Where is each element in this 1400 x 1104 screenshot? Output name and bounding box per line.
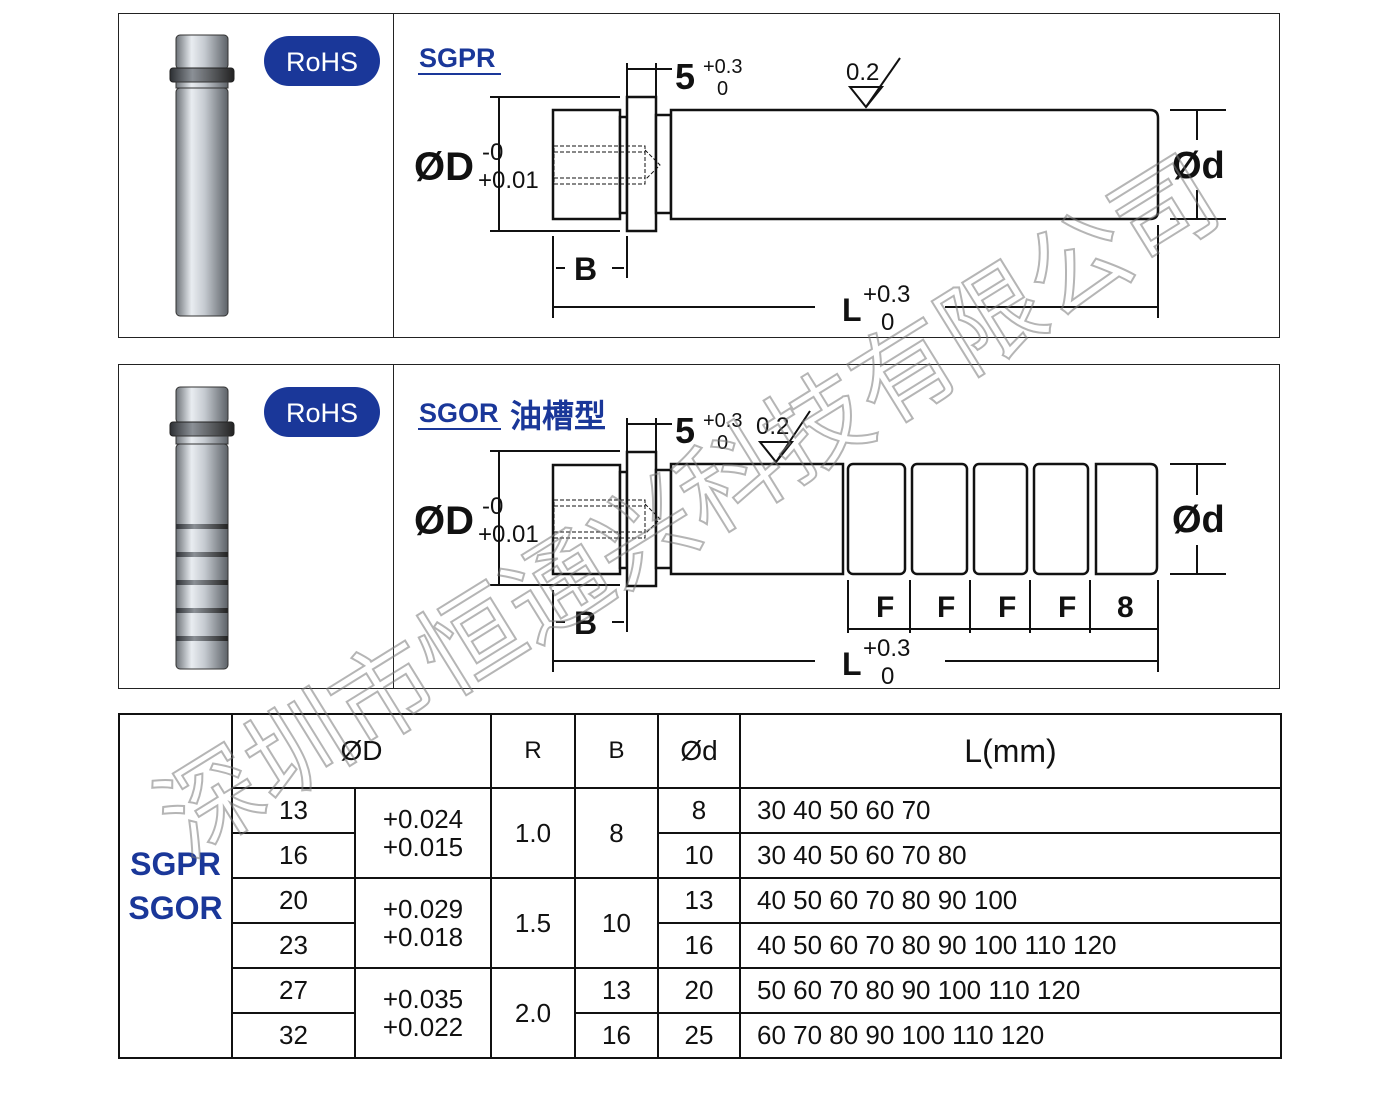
cell-small-d: 25: [657, 1012, 741, 1059]
rohs-badge-label: RoHS: [286, 47, 358, 77]
svg-text:8: 8: [1117, 591, 1134, 624]
cell-small-d: 10: [657, 832, 741, 879]
panel-divider: [393, 365, 394, 688]
cell-b: 8: [574, 787, 659, 879]
svg-text:Ød: Ød: [1172, 145, 1225, 187]
header-d: ØD: [231, 713, 492, 789]
cell-l: 30 40 50 60 70: [739, 787, 1282, 834]
cell-d: 27: [231, 967, 356, 1014]
svg-text:F: F: [876, 591, 894, 624]
svg-text:0.2: 0.2: [756, 413, 789, 440]
svg-text:0: 0: [717, 78, 728, 100]
svg-text:-0: -0: [482, 493, 503, 520]
svg-text:ØD: ØD: [414, 499, 474, 543]
header-b: B: [574, 713, 659, 789]
svg-text:L: L: [842, 646, 862, 682]
sgor-dimensions: 5 +0.3 0 0.2 ØD -0 +0.01 B L +0.3 0 Ød F…: [414, 410, 1225, 690]
sgpr-title: SGPR: [419, 43, 496, 73]
svg-text:ØD: ØD: [414, 145, 474, 189]
svg-text:L: L: [842, 292, 862, 328]
sgor-drawing: [490, 410, 1226, 672]
sgpr-drawing: [490, 57, 1226, 318]
cell-d: 20: [231, 877, 356, 924]
table-row: 16 10 30 40 50 60 70 80: [119, 832, 1282, 879]
model-sgor: SGOR: [128, 890, 223, 926]
svg-text:+0.01: +0.01: [478, 521, 539, 548]
sgpr-dimensions: 5 +0.3 0 0.2 ØD -0 +0.01 B L +0.3 0 Ød: [414, 56, 1225, 336]
cell-r: 1.0: [490, 787, 576, 879]
sgor-title: SGOR: [419, 398, 499, 428]
cell-small-d: 8: [657, 787, 741, 834]
svg-text:+0.3: +0.3: [703, 410, 742, 432]
header-r: R: [490, 713, 576, 789]
svg-text:+0.01: +0.01: [478, 167, 539, 194]
svg-text:+0.3: +0.3: [863, 281, 910, 308]
svg-text:0: 0: [881, 309, 894, 336]
header-l: L(mm): [739, 713, 1282, 789]
table-row: 27 +0.035+0.022 2.0 13 20 50 60 70 80 90…: [119, 967, 1282, 1059]
svg-text:F: F: [998, 591, 1016, 624]
svg-text:5: 5: [675, 56, 695, 97]
model-sgpr: SGPR: [130, 846, 221, 882]
svg-text:0: 0: [717, 432, 728, 454]
table-row: 32 16 25 60 70 80 90 100 110 120: [119, 1012, 1282, 1059]
cell-l: 60 70 80 90 100 110 120: [739, 1012, 1282, 1059]
svg-text:+0.3: +0.3: [863, 635, 910, 662]
cell-b: 13: [574, 967, 659, 1014]
sgor-panel: [118, 364, 1280, 689]
cell-d: 32: [231, 1012, 356, 1059]
svg-text:F: F: [937, 591, 955, 624]
cell-l: 40 50 60 70 80 90 100 110 120: [739, 922, 1282, 969]
panel-divider: [393, 14, 394, 337]
header-small-d: Ød: [657, 713, 741, 789]
rohs-badge: RoHS: [264, 387, 380, 437]
cell-small-d: 13: [657, 877, 741, 924]
model-cell: SGPR SGOR: [118, 713, 233, 1059]
cell-l: 30 40 50 60 70 80: [739, 832, 1282, 879]
svg-text:0.2: 0.2: [846, 59, 879, 86]
spec-table: SGPR SGOR ØD R B Ød L(mm) 13 +0.024+0.01…: [118, 713, 1282, 1059]
cell-tolerance: +0.035+0.022: [354, 967, 492, 1059]
cell-r: 1.5: [490, 877, 576, 969]
svg-text:Ød: Ød: [1172, 499, 1225, 541]
table-row: 20 +0.029+0.018 1.5 10 13 40 50 60 70 80…: [119, 877, 1282, 969]
cell-tolerance: +0.024+0.015: [354, 787, 492, 879]
table-row: 23 16 40 50 60 70 80 90 100 110 120: [119, 922, 1282, 969]
cell-l: 40 50 60 70 80 90 100: [739, 877, 1282, 924]
sgor-pin-photo: [169, 386, 235, 670]
sgor-title-suffix: 油槽型: [510, 398, 606, 434]
cell-small-d: 16: [657, 922, 741, 969]
cell-r: 2.0: [490, 967, 576, 1059]
svg-text:B: B: [574, 251, 597, 287]
technical-drawings: RoHS SGPR 5 +0.3 0 0.2 ØD -0 +0.01: [169, 34, 1226, 690]
cell-b: 16: [574, 1012, 659, 1059]
cell-small-d: 20: [657, 967, 741, 1014]
svg-text:+0.3: +0.3: [703, 56, 742, 78]
table-row: 13 +0.024+0.015 1.0 8 8 30 40 50 60 70: [119, 787, 1282, 879]
cell-l: 50 60 70 80 90 100 110 120: [739, 967, 1282, 1014]
svg-text:B: B: [574, 605, 597, 641]
cell-d: 13: [231, 787, 356, 834]
rohs-badge: RoHS: [264, 36, 380, 86]
sgpr-panel: [118, 13, 1280, 338]
svg-text:-0: -0: [482, 139, 503, 166]
svg-text:F: F: [1058, 591, 1076, 624]
cell-b: 10: [574, 877, 659, 969]
cell-d: 16: [231, 832, 356, 879]
cell-d: 23: [231, 922, 356, 969]
cell-tolerance: +0.029+0.018: [354, 877, 492, 969]
rohs-badge-label: RoHS: [286, 398, 358, 428]
sgpr-pin-photo: [169, 34, 235, 317]
table-header-row: SGPR SGOR ØD R B Ød L(mm): [118, 713, 1282, 1059]
svg-text:0: 0: [881, 663, 894, 690]
svg-text:5: 5: [675, 410, 695, 451]
